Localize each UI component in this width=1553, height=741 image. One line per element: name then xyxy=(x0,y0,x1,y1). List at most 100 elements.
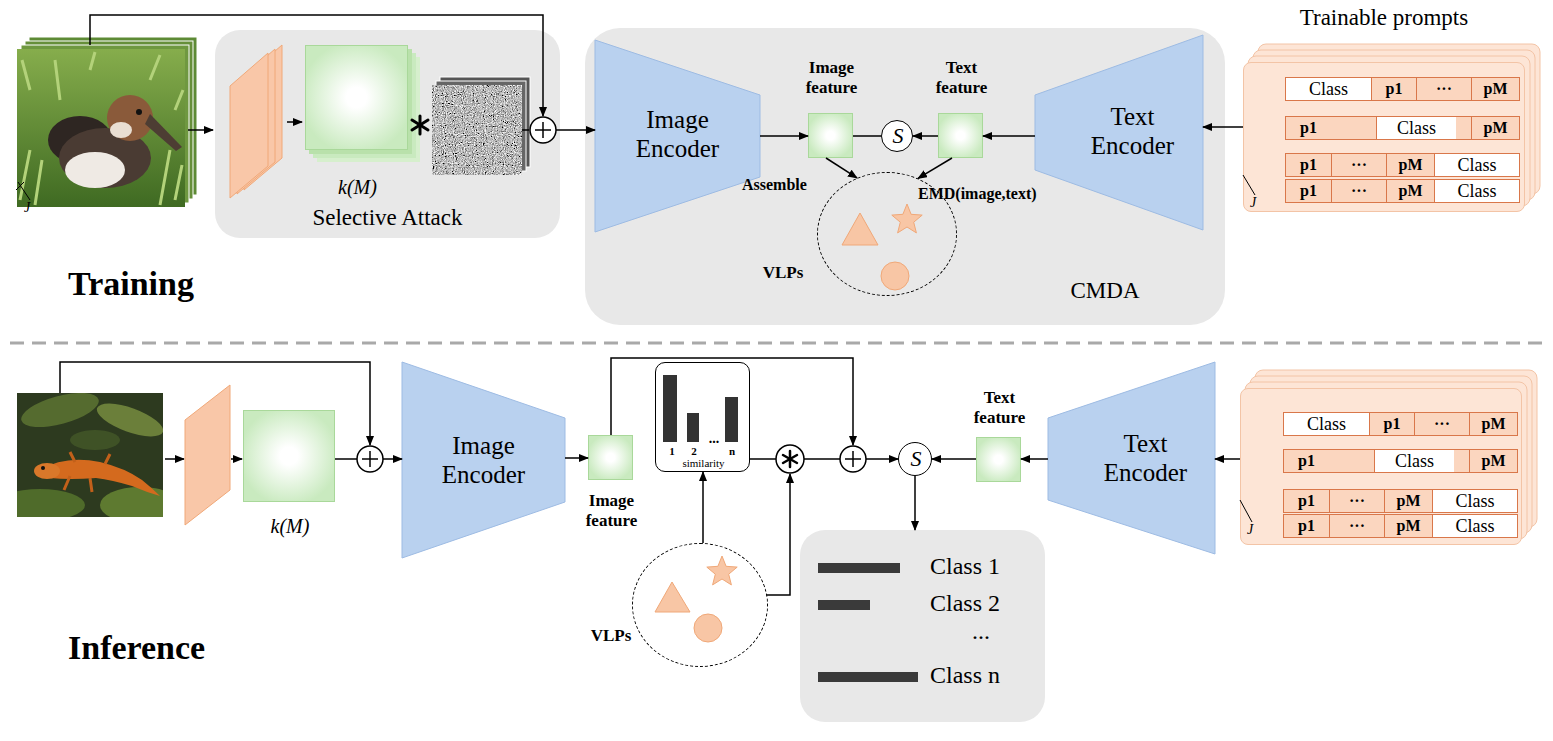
prompt-row: p1···pMClass xyxy=(1284,490,1517,512)
feature-map xyxy=(185,385,230,525)
similarity-bars xyxy=(663,375,738,442)
similarity-chart: 12...nsimilarity xyxy=(655,362,750,472)
prompt-token: p1 xyxy=(1284,490,1329,512)
prompt-token: pM xyxy=(1384,515,1432,537)
node-text: n xyxy=(724,445,740,458)
prompt-token: pM xyxy=(1471,78,1519,100)
newt-photo xyxy=(17,393,163,517)
prompt-row: p1 ClasspM xyxy=(1284,450,1517,472)
encoder-shape xyxy=(1035,35,1203,230)
prompt-row: p1 ClasspM xyxy=(1286,117,1519,139)
prompt-token: ··· xyxy=(1329,515,1384,537)
sum-symbol xyxy=(357,117,866,472)
connector xyxy=(853,135,881,137)
feature-box: Image feature xyxy=(588,435,633,480)
output-panel: Class 1 Class 2... Class n xyxy=(800,530,1045,722)
connector xyxy=(560,129,595,131)
prompt-token: Class xyxy=(1432,515,1517,537)
image-stack xyxy=(21,37,197,203)
prompt-token: pM xyxy=(1386,154,1434,176)
prompt-row: Classp1···pM xyxy=(1286,78,1519,100)
duck-photo xyxy=(17,49,185,207)
prompt-row: p1···pMClass xyxy=(1284,515,1517,537)
prompt-panel: Classp1···pMp1ClasspMp1···pMClassp1···pM… xyxy=(1240,388,1522,545)
prompt-token: pM xyxy=(1386,180,1434,202)
depth-marker xyxy=(16,175,1255,522)
node-text: Image feature xyxy=(797,58,866,97)
multiply-symbol xyxy=(412,116,428,134)
node-text: Class n xyxy=(930,662,1040,690)
node-text: 2 xyxy=(686,445,702,458)
section-title: Inference xyxy=(68,628,268,667)
prompt-token: Class xyxy=(1376,117,1456,139)
node-text: Text Encoder xyxy=(1075,103,1190,161)
prompt-token: Class xyxy=(1374,450,1454,472)
encoder: Image Encoder xyxy=(402,362,565,558)
prompt-token: Class xyxy=(1432,490,1517,512)
feature-map-stack xyxy=(230,45,282,198)
module-panel: CMDAImage EncoderImage featureSText feat… xyxy=(585,28,1225,325)
prompt-row: p1···pMClass xyxy=(1286,154,1519,176)
prototype-set: VLPs xyxy=(632,543,768,667)
prompt-stack xyxy=(1245,44,1540,539)
prompt-token: Class xyxy=(1434,154,1519,176)
encoder-shape xyxy=(1048,362,1215,554)
edge-label: Assemble xyxy=(742,176,807,194)
connector xyxy=(750,458,898,460)
prompt-panel: Trainable promptsClassp1···pMp1ClasspMp1… xyxy=(1243,62,1525,212)
prompt-token: p1 xyxy=(1284,450,1329,472)
prompt-token: pM xyxy=(1471,117,1519,139)
prompt-token: ··· xyxy=(1331,180,1386,202)
prompt-row: p1···pMClass xyxy=(1286,180,1519,202)
feature-box: Text feature xyxy=(938,113,983,158)
feature-box: Image feature xyxy=(808,113,853,158)
connector xyxy=(335,458,402,460)
mask-map: k(M) xyxy=(243,410,335,502)
connector xyxy=(760,135,808,137)
node-text: ... xyxy=(972,618,1012,646)
node-text: ... xyxy=(704,431,724,447)
node-text: S xyxy=(882,123,914,148)
prompt-token: p1 xyxy=(1286,117,1331,139)
prompt-token: pM xyxy=(1469,413,1517,435)
mask-map: k(M) xyxy=(305,45,408,150)
node-text: Class 2 xyxy=(930,590,1040,618)
connector xyxy=(932,458,976,460)
encoder-shape xyxy=(402,362,565,558)
encoder-shape xyxy=(595,40,760,232)
encoder: Image Encoder xyxy=(595,40,760,232)
node-text: Text feature xyxy=(965,388,1034,427)
node-text: Trainable prompts xyxy=(1239,5,1529,31)
connector xyxy=(913,135,938,137)
node-text: k(M) xyxy=(306,176,409,199)
depth-label: J xyxy=(1246,195,1260,211)
section-title: Training xyxy=(68,264,268,303)
prompt-token: p1 xyxy=(1371,78,1416,100)
noise-stack xyxy=(432,77,530,175)
similarity-op: S xyxy=(898,442,932,476)
prompt-token: pM xyxy=(1469,450,1517,472)
node-text: VLPs xyxy=(753,263,813,283)
prompt-token: ··· xyxy=(1414,413,1469,435)
output-bars xyxy=(818,563,918,682)
connector xyxy=(983,135,1035,137)
connector xyxy=(914,476,916,530)
encoder-shape xyxy=(1048,362,1215,554)
node-text: 1 xyxy=(664,445,680,458)
depth-label: J xyxy=(1243,522,1257,538)
connector xyxy=(565,457,588,459)
connector xyxy=(918,158,952,178)
encoder: Text Encoder xyxy=(1048,362,1215,554)
module-panel: Selective Attack k(M) xyxy=(215,30,560,238)
edge-label: EMD(image,text) xyxy=(918,185,1037,203)
prompt-token: ··· xyxy=(1329,490,1384,512)
node-text: Class 1 xyxy=(930,553,1040,581)
section-divider xyxy=(10,342,1545,345)
node-text: k(M) xyxy=(244,515,336,538)
node-text: Selective Attack xyxy=(215,205,560,231)
prompt-row: Classp1···pM xyxy=(1284,413,1517,435)
convolve-symbol xyxy=(776,445,804,473)
node-text: VLPs xyxy=(581,626,641,646)
node-text: Image feature xyxy=(577,491,646,530)
